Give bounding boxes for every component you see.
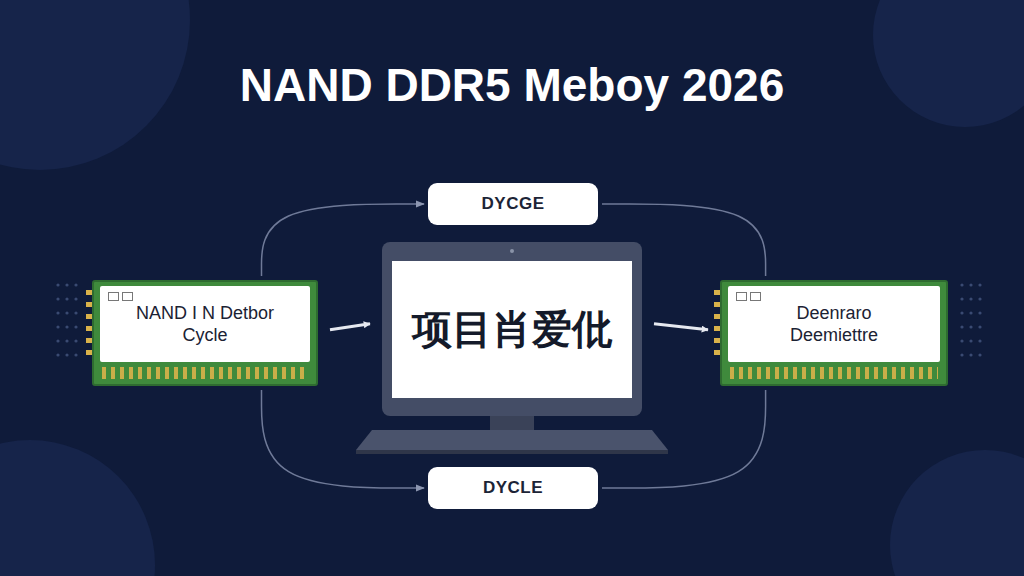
node-text: NAND I N Detbor Cycle bbox=[120, 302, 290, 346]
dot bbox=[74, 297, 77, 300]
deco-circle bbox=[890, 450, 1024, 576]
dot bbox=[960, 283, 963, 286]
deco-circle bbox=[873, 0, 1024, 127]
module-label: NAND I N Detbor Cycle bbox=[100, 286, 310, 362]
dot bbox=[65, 297, 68, 300]
deco-circle bbox=[0, 0, 190, 170]
dot bbox=[969, 311, 972, 314]
module-label: Deenraro Deemiettre bbox=[728, 286, 940, 362]
flow-arrow bbox=[654, 324, 708, 330]
dot bbox=[960, 297, 963, 300]
dot bbox=[969, 283, 972, 286]
dot bbox=[969, 297, 972, 300]
dot bbox=[56, 339, 59, 342]
dot bbox=[74, 353, 77, 356]
dot bbox=[56, 353, 59, 356]
dot bbox=[978, 311, 981, 314]
label-icon bbox=[108, 292, 119, 301]
label-icon bbox=[122, 292, 133, 301]
node-text: DYCLE bbox=[483, 478, 543, 498]
module-pins bbox=[102, 367, 308, 379]
dot bbox=[65, 325, 68, 328]
screen-area: 项目肖爱仳 bbox=[392, 261, 632, 398]
dot bbox=[65, 353, 68, 356]
dot bbox=[74, 339, 77, 342]
dot bbox=[969, 353, 972, 356]
dot bbox=[978, 353, 981, 356]
dot bbox=[74, 311, 77, 314]
cycle-pill: DYCGE bbox=[428, 183, 598, 225]
label-icon bbox=[736, 292, 747, 301]
webcam bbox=[510, 249, 514, 253]
deco-circle bbox=[0, 440, 155, 576]
dot bbox=[960, 311, 963, 314]
cycle-pill: DYCLE bbox=[428, 467, 598, 509]
module-contacts bbox=[86, 290, 92, 360]
dot bbox=[960, 325, 963, 328]
dot bbox=[960, 353, 963, 356]
dot bbox=[56, 297, 59, 300]
dot bbox=[969, 339, 972, 342]
dot bbox=[978, 339, 981, 342]
monitor-stand bbox=[356, 415, 668, 454]
node-text: Deenraro Deemiettre bbox=[749, 302, 919, 346]
dot bbox=[969, 325, 972, 328]
dot bbox=[65, 339, 68, 342]
dot bbox=[74, 283, 77, 286]
dot bbox=[978, 283, 981, 286]
dot bbox=[56, 311, 59, 314]
dot bbox=[978, 297, 981, 300]
memory-module: Deenraro Deemiettre bbox=[720, 280, 948, 386]
node-text: 项目肖爱仳 bbox=[412, 302, 612, 357]
dot bbox=[74, 325, 77, 328]
dot bbox=[960, 339, 963, 342]
dot bbox=[978, 325, 981, 328]
memory-module: NAND I N Detbor Cycle bbox=[92, 280, 318, 386]
module-contacts bbox=[714, 290, 720, 360]
dot bbox=[65, 311, 68, 314]
diagram-title: NAND DDR5 Meboy 2026 bbox=[0, 58, 1024, 112]
flow-arrow bbox=[330, 324, 370, 330]
label-icon bbox=[750, 292, 761, 301]
node-text: DYCGE bbox=[482, 194, 545, 214]
dot bbox=[65, 283, 68, 286]
dot bbox=[56, 325, 59, 328]
monitor-screen: 项目肖爱仳 bbox=[382, 242, 642, 416]
dot bbox=[56, 283, 59, 286]
module-pins bbox=[730, 367, 938, 379]
